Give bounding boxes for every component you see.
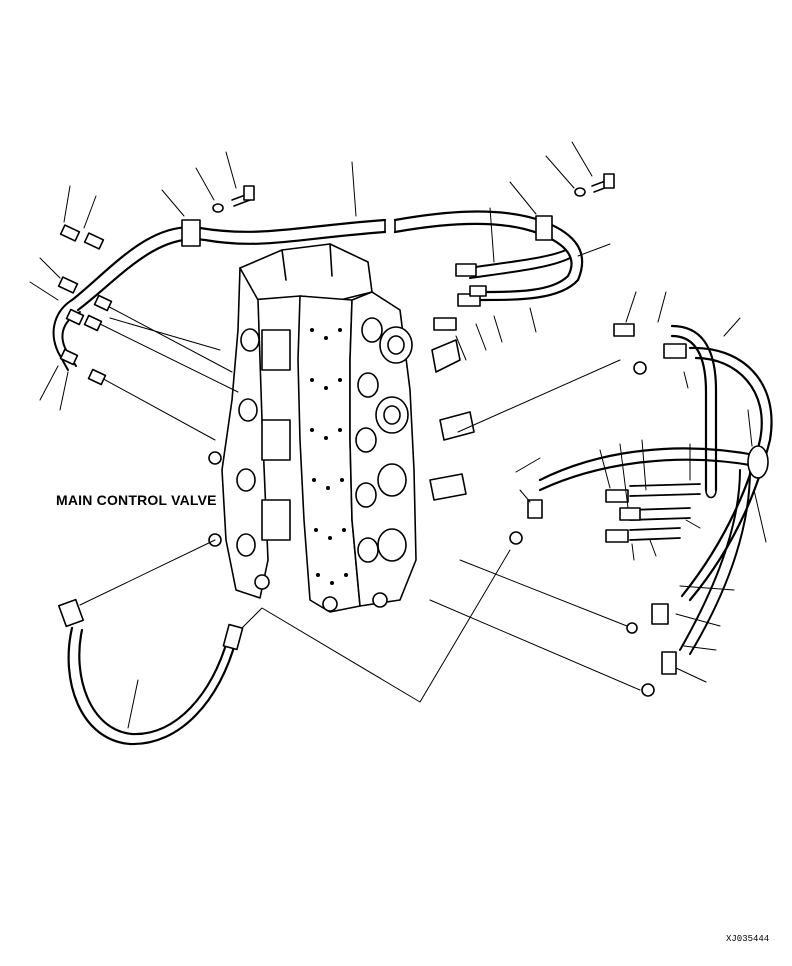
bolt-washer-upper-left <box>212 185 255 213</box>
right-hose-bundle <box>509 323 773 697</box>
callout-leaders <box>29 141 767 729</box>
lower-left-hose <box>57 598 244 746</box>
leader-lines <box>79 301 641 703</box>
bolt-washer-upper-right <box>574 173 615 197</box>
upper-right-hose <box>393 210 584 331</box>
figure-code: XJ035444 <box>726 934 770 944</box>
upper-left-hose <box>52 218 387 386</box>
main-control-valve-label: MAIN CONTROL VALVE <box>56 492 217 508</box>
main-control-valve-body <box>208 243 475 613</box>
